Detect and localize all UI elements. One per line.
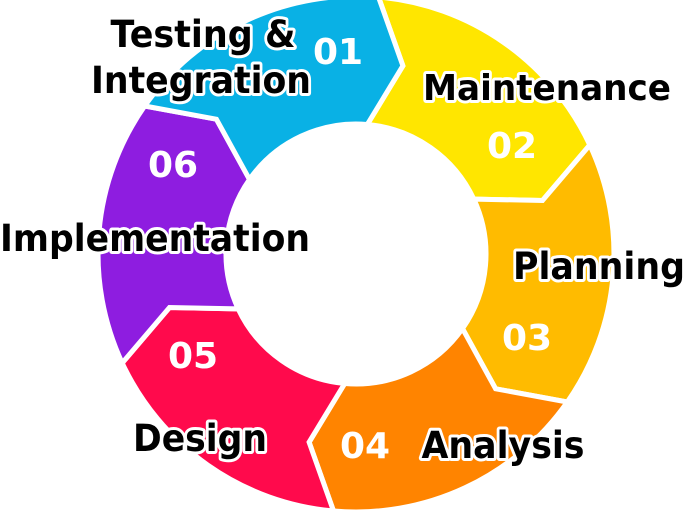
label-design: Design (133, 417, 267, 460)
label-testing-integration-line1: Testing & (111, 13, 296, 56)
segment-number-01: 01 (313, 32, 363, 73)
center-hole (224, 122, 488, 386)
labels-layer: Testing & Integration Maintenance Planni… (0, 10, 686, 470)
label-analysis: Analysis (422, 424, 585, 467)
label-testing-integration-line2: Integration (91, 59, 311, 102)
segment-number-05: 05 (168, 336, 218, 377)
label-planning: Planning (513, 245, 685, 288)
numbers-layer: 01 02 03 04 05 06 (148, 32, 552, 467)
segment-number-02: 02 (487, 126, 537, 167)
segment-number-06: 06 (148, 145, 198, 186)
label-maintenance: Maintenance (423, 68, 671, 109)
segment-number-04: 04 (340, 426, 390, 467)
label-implementation: Implementation (0, 217, 310, 260)
segment-number-03: 03 (502, 318, 552, 359)
